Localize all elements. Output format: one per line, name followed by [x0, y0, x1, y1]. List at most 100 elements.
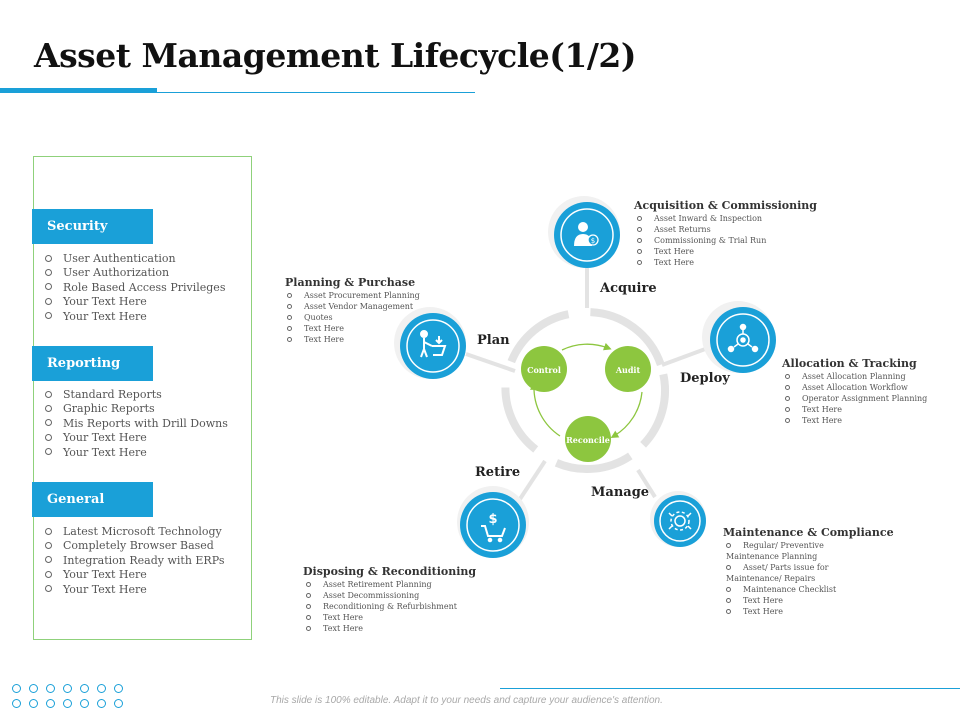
bullet-icon — [726, 564, 731, 570]
bullet-icon — [637, 237, 642, 243]
list-item: Commissioning & Trial Run — [637, 235, 766, 246]
list-item: Asset Inward & Inspection — [637, 213, 766, 224]
footer-note: This slide is 100% editable. Adapt it to… — [270, 695, 663, 706]
bullet-icon — [45, 527, 52, 535]
stage-manage: Manage — [591, 485, 650, 500]
maintenance-list: Regular/ Preventive Maintenance Planning… — [726, 540, 876, 617]
acquisition-title: Acquisition & Commissioning — [634, 199, 817, 212]
section-heading-general: General — [32, 482, 153, 517]
security-list: User Authentication User Authorization R… — [45, 252, 225, 324]
list-item: Operator Assignment Planning — [785, 393, 927, 404]
list-item: Your Text Here — [45, 431, 228, 445]
list-item: Asset Vendor Management — [287, 301, 420, 312]
bullet-icon — [785, 395, 790, 401]
list-item: Mis Reports with Drill Downs — [45, 417, 228, 431]
list-item: Text Here — [287, 323, 420, 334]
bullet-icon — [287, 336, 292, 342]
dollar-cart-icon: $ — [481, 512, 506, 543]
planning-title: Planning & Purchase — [285, 276, 416, 289]
list-item: Quotes — [287, 312, 420, 323]
bullet-icon — [45, 312, 52, 320]
title-underline — [157, 92, 475, 93]
bullet-icon — [45, 283, 52, 291]
list-item: Text Here — [306, 612, 457, 623]
list-item: Reconditioning & Refurbishment — [306, 601, 457, 612]
list-item: Asset/ Parts issue for Maintenance/ Repa… — [726, 563, 829, 583]
spoke-deploy — [661, 346, 709, 367]
deploy-node — [702, 301, 776, 373]
list-item: Text Here — [785, 404, 927, 415]
list-item: Your Text Here — [45, 310, 225, 324]
list-item: Maintenance Checklist — [726, 584, 876, 595]
bullet-icon — [785, 384, 790, 390]
bullet-icon — [726, 586, 731, 592]
svg-text:$: $ — [591, 237, 595, 245]
bullet-icon — [45, 268, 52, 276]
bullet-icon — [306, 603, 311, 609]
spoke-manage — [636, 468, 657, 499]
bullet-icon — [45, 254, 52, 262]
general-list: Latest Microsoft Technology Completely B… — [45, 525, 224, 597]
list-item: Completely Browser Based — [45, 539, 224, 553]
list-item: Graphic Reports — [45, 402, 228, 416]
bullet-icon — [306, 614, 311, 620]
title-underline-accent — [0, 88, 157, 93]
central-ring — [501, 308, 669, 473]
bullet-icon — [785, 406, 790, 412]
bullet-icon — [45, 297, 52, 305]
bullet-icon — [306, 625, 311, 631]
svg-text:$: $ — [488, 512, 497, 527]
list-item: Your Text Here — [45, 295, 225, 309]
bullet-icon — [637, 248, 642, 254]
list-item: Text Here — [637, 246, 766, 257]
control-circle — [521, 346, 567, 392]
disposing-title: Disposing & Reconditioning — [303, 565, 477, 578]
plan-node — [394, 307, 466, 379]
acquisition-list: Asset Inward & Inspection Asset Returns … — [637, 213, 766, 268]
list-item: Your Text Here — [45, 583, 224, 597]
list-item: Text Here — [637, 257, 766, 268]
list-item: Asset Retirement Planning — [306, 579, 457, 590]
bullet-icon — [287, 292, 292, 298]
bullet-icon — [45, 541, 52, 549]
list-item: Asset Allocation Planning — [785, 371, 927, 382]
bullet-icon — [287, 314, 292, 320]
manage-node — [650, 491, 706, 547]
bullet-icon — [45, 390, 52, 398]
list-item: Asset Decommissioning — [306, 590, 457, 601]
bullet-icon — [785, 373, 790, 379]
list-item: Asset Procurement Planning — [287, 290, 420, 301]
maintenance-title: Maintenance & Compliance — [723, 526, 894, 539]
section-heading-security: Security — [32, 209, 153, 244]
page-title: Asset Management Lifecycle(1/2) — [34, 36, 637, 75]
list-item: Your Text Here — [45, 568, 224, 582]
list-item: Role Based Access Privileges — [45, 281, 225, 295]
maintenance-gear-icon — [668, 511, 692, 531]
list-item: Standard Reports — [45, 388, 228, 402]
allocation-title: Allocation & Tracking — [782, 357, 917, 370]
list-item: Text Here — [726, 606, 876, 617]
bullet-icon — [306, 581, 311, 587]
planning-list: Asset Procurement Planning Asset Vendor … — [287, 290, 420, 345]
list-item: Text Here — [785, 415, 927, 426]
bullet-icon — [45, 585, 52, 593]
cart-person-icon — [420, 330, 447, 358]
bullet-icon — [287, 325, 292, 331]
acquire-node — [548, 196, 620, 268]
list-item: Text Here — [726, 595, 876, 606]
stage-plan: Plan — [477, 333, 510, 348]
network-gear-icon — [727, 323, 759, 353]
audit-circle — [605, 346, 651, 392]
list-item: Your Text Here — [45, 446, 228, 460]
list-item: Integration Ready with ERPs — [45, 554, 224, 568]
footer-divider — [500, 688, 960, 689]
list-item: Text Here — [287, 334, 420, 345]
bullet-icon — [45, 419, 52, 427]
list-item: Latest Microsoft Technology — [45, 525, 224, 539]
bullet-icon — [45, 404, 52, 412]
control-label: Control — [527, 365, 561, 375]
list-item: Asset Allocation Workflow — [785, 382, 927, 393]
list-item: User Authorization — [45, 266, 225, 280]
bullet-icon — [637, 259, 642, 265]
